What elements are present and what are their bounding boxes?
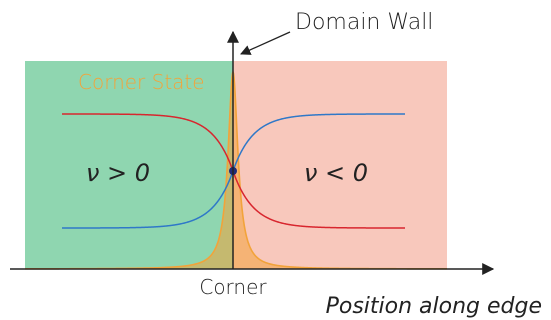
nu-negative-region	[233, 61, 447, 269]
domain-wall-label: Domain Wall	[295, 10, 433, 35]
nu-negative-label: ν < 0	[304, 159, 368, 187]
position-axis-label: Position along edge	[326, 294, 542, 319]
corner-state-label: Corner State	[78, 70, 205, 94]
domain-wall-pointer-arrow-icon	[240, 31, 291, 55]
nu-positive-region	[25, 61, 233, 269]
nu-positive-label: ν > 0	[86, 159, 150, 187]
corner-label: Corner	[199, 275, 267, 299]
